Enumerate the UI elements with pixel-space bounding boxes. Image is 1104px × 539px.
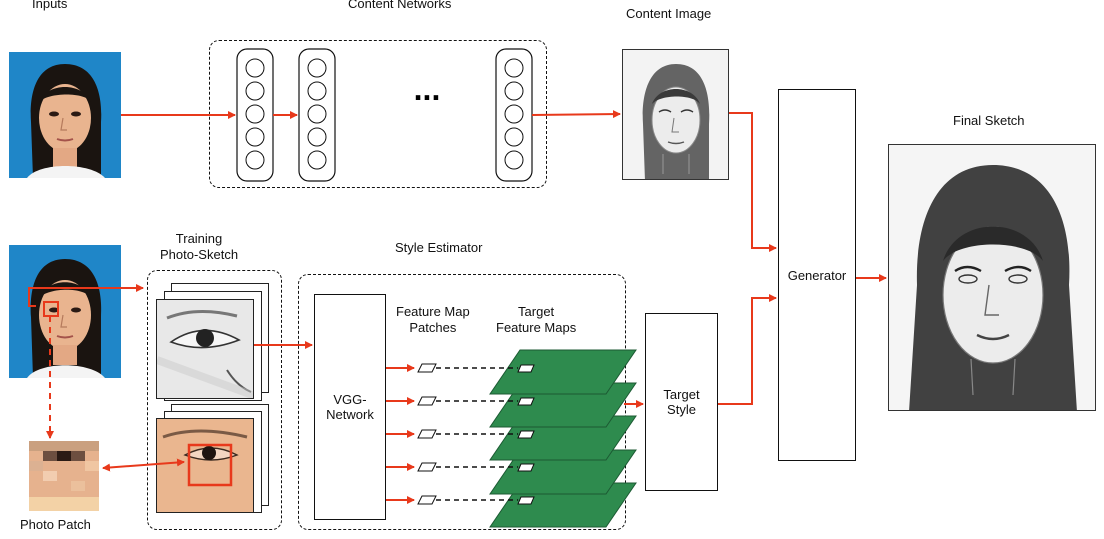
training-photo-svg	[157, 419, 253, 512]
input-photo-bottom-svg	[9, 245, 121, 378]
target-feature-maps-line1: Target	[518, 304, 555, 319]
nn-layer-2	[298, 48, 336, 182]
feature-map-patches-line1: Feature Map	[396, 304, 470, 319]
style-estimator-label: Style Estimator	[395, 240, 483, 255]
content-image-label: Content Image	[626, 6, 712, 21]
photo-patch-svg	[29, 441, 99, 511]
photo-patch-image	[29, 441, 99, 511]
target-style-line2: Style	[667, 402, 696, 417]
target-style-line1: Target	[663, 387, 700, 402]
feature-map-patches-label: Feature Map Patches	[396, 304, 470, 336]
input-photo-top-svg	[9, 52, 121, 178]
final-sketch-image	[888, 144, 1096, 411]
feature-map-patches	[417, 363, 535, 505]
vgg-network-line1: VGG-	[333, 392, 367, 407]
content-image-svg	[623, 50, 728, 179]
photo-patch-label: Photo Patch	[20, 517, 91, 532]
arrow-network-to-content	[531, 110, 621, 119]
nn-layer-n	[495, 48, 533, 182]
feature-map-1	[489, 349, 637, 395]
nn-ellipsis: ...	[414, 71, 441, 107]
final-sketch-label: Final Sketch	[953, 113, 1025, 128]
arrow-photo-to-sketch-stack	[28, 284, 144, 307]
input-photo-top	[9, 52, 121, 178]
training-sketch-svg	[157, 300, 253, 398]
content-networks-label: Content Networks	[348, 0, 452, 11]
arrow-style-to-generator	[718, 294, 777, 405]
training-sketch-patch	[156, 299, 254, 399]
target-feature-maps-label: Target Feature Maps	[496, 304, 576, 336]
input-photo-bottom	[9, 245, 121, 378]
training-label-line2: Photo-Sketch	[160, 247, 239, 262]
arrow-content-to-generator	[729, 112, 777, 252]
generator-label: Generator	[787, 267, 847, 283]
target-feature-maps-line2: Feature Maps	[496, 320, 577, 335]
inputs-label: Inputs	[32, 0, 68, 11]
final-sketch-svg	[889, 145, 1095, 410]
nn-layer-1	[236, 48, 274, 182]
vgg-network-line2: Network	[326, 407, 374, 422]
training-label-line1: Training	[175, 231, 223, 246]
vgg-patch-arrows	[386, 364, 415, 504]
training-photo-sketch-group	[147, 270, 282, 530]
target-feature-maps	[489, 349, 637, 528]
arrow-patch-training-bidirectional	[102, 458, 185, 472]
generator-box: Generator	[778, 89, 856, 461]
style-estimator-group	[298, 274, 626, 530]
training-label: Training Photo-Sketch	[160, 231, 238, 263]
feature-map-patches-line2: Patches	[409, 320, 457, 335]
content-image	[622, 49, 729, 180]
vgg-network-box: VGG- Network	[314, 294, 386, 520]
target-style-box: Target Style	[645, 313, 718, 491]
